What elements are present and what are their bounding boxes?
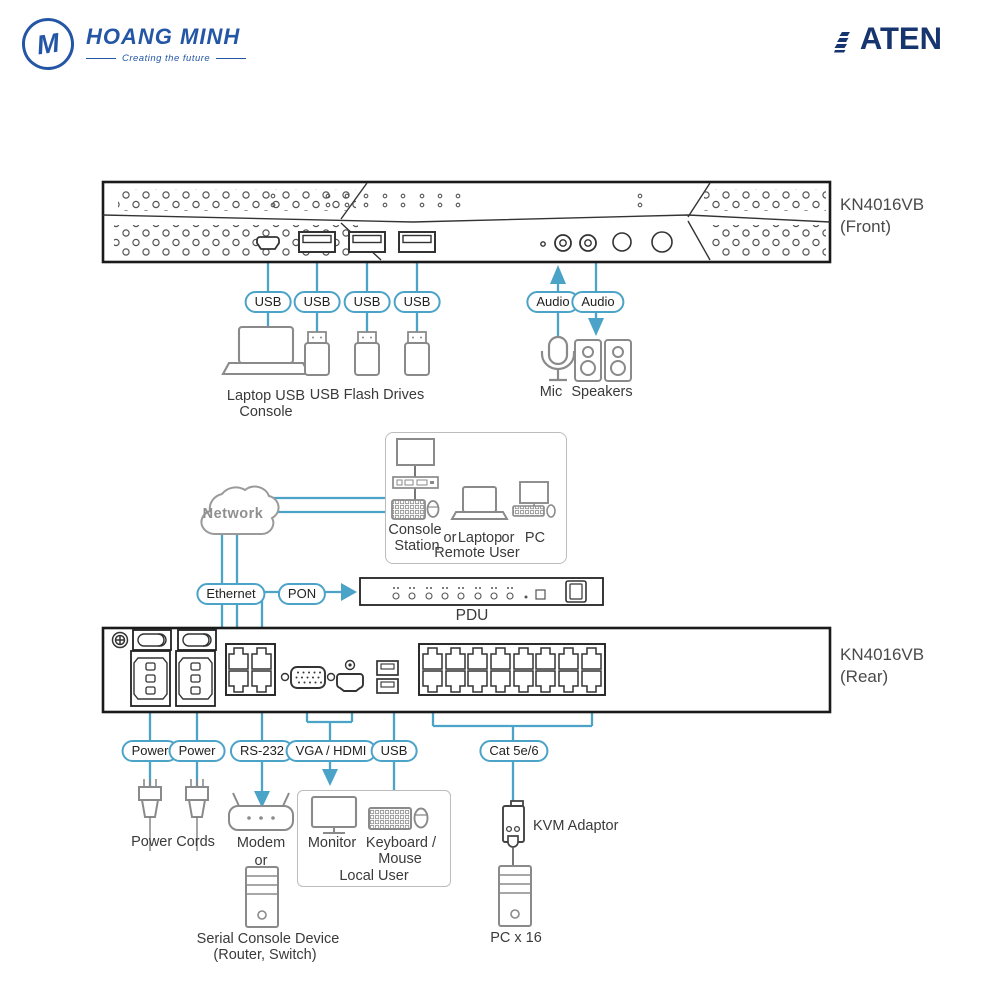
laptop-console-icon [221, 325, 311, 376]
caption-network-cloud: Network [202, 506, 264, 522]
speakers-icon [574, 339, 632, 382]
kvm-port-grid-16 [418, 643, 606, 696]
audio-jacks [540, 234, 597, 252]
aten-stripes-icon [833, 32, 850, 53]
rear-model-label: KN4016VB(Rear) [840, 645, 925, 686]
caption-laptop-line1: Laptop USB [226, 388, 306, 404]
mic-icon [540, 335, 576, 382]
remote-pc-icon [512, 481, 556, 518]
caption-pdu: PDU [455, 607, 489, 624]
local-keyboard-mouse-icon [368, 807, 429, 830]
caption-mic: Mic [539, 384, 563, 400]
caption-keyboard-line2: Mouse [378, 851, 422, 867]
label-usb-1: USB [244, 291, 292, 313]
caption-serial-line2: (Router, Switch) [213, 947, 317, 963]
pc-tower-icon [498, 865, 532, 927]
aten-logo: ATEN [833, 20, 942, 57]
label-usb-rear: USB [370, 740, 418, 762]
remote-console-monitor-icon [396, 438, 435, 466]
caption-remote-user: Remote User [434, 545, 520, 561]
modem-icon [228, 792, 294, 831]
rear-panel [101, 626, 832, 714]
label-cat5e6: Cat 5e/6 [479, 740, 549, 762]
label-ethernet: Ethernet [196, 583, 266, 605]
serial-console-device-icon [245, 866, 279, 928]
caption-flash-drives: USB Flash Drives [309, 387, 425, 403]
usb-flash-drive-icons [304, 331, 430, 376]
front-buttons [612, 231, 673, 253]
arrowheads [254, 265, 604, 808]
hdmi-port [336, 659, 364, 692]
caption-or-1: or [443, 530, 457, 546]
remote-keyboard-mouse-icon [391, 499, 440, 520]
caption-or-serial: or [254, 853, 268, 869]
caption-console-line1: Console [388, 522, 442, 538]
caption-remote-laptop: Laptop [457, 530, 503, 546]
caption-keyboard-line1: Keyboard / [365, 835, 437, 851]
label-power-2: Power [168, 740, 226, 762]
local-monitor-icon [310, 795, 358, 835]
caption-remote-pc: PC [524, 530, 546, 546]
lan-serial-port-grid [225, 643, 276, 696]
device-links [414, 465, 514, 866]
label-usb-4: USB [393, 291, 441, 313]
aten-wordmark: ATEN [859, 20, 942, 57]
caption-laptop-line2: Console [239, 404, 293, 420]
label-usb-3: USB [343, 291, 391, 313]
caption-kvm-adaptor: KVM Adaptor [533, 818, 619, 834]
label-rs232: RS-232 [229, 740, 295, 762]
label-audio-2: Audio [571, 291, 625, 313]
label-vga-hdmi: VGA / HDMI [285, 740, 377, 762]
caption-console-line2: Station [394, 538, 440, 554]
tagline-rule-left [86, 58, 116, 59]
ground-screw-icon [111, 631, 129, 649]
brand-name: HOANG MINH [86, 24, 241, 49]
caption-serial-line1: Serial Console Device [196, 931, 340, 947]
caption-monitor: Monitor [307, 835, 357, 851]
pdu-device [359, 577, 604, 606]
remote-console-station-icon [392, 476, 439, 489]
kvm-adaptor-icon [502, 800, 525, 848]
front-panel [101, 180, 832, 264]
hoang-minh-monogram-icon: M [18, 14, 78, 74]
caption-or-2: or [501, 530, 515, 546]
caption-pc-x16: PC x 16 [490, 930, 542, 946]
network-cloud-icon [200, 485, 280, 535]
front-model-label: KN4016VB(Front) [840, 195, 925, 236]
tagline-rule-right [216, 58, 247, 59]
hoang-minh-logo: M HOANG MINH Creating the future [18, 14, 247, 74]
caption-speakers: Speakers [571, 384, 633, 400]
brand-tagline: Creating the future [86, 53, 247, 64]
caption-power-cords: Power Cords [131, 834, 215, 850]
mini-usb-port [256, 236, 280, 250]
caption-local-user: Local User [339, 868, 409, 884]
vga-port [280, 666, 336, 689]
usb-a-ports [298, 231, 436, 253]
label-usb-2: USB [293, 291, 341, 313]
label-pon: PON [277, 583, 327, 605]
caption-modem: Modem [236, 835, 286, 851]
rear-usb-ports [376, 660, 399, 694]
remote-laptop-icon [450, 486, 509, 520]
